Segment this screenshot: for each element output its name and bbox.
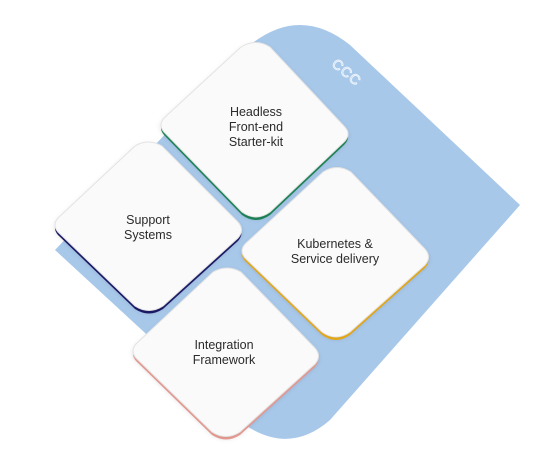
tile-headless-face [160, 42, 349, 218]
tile-kube[interactable] [241, 167, 429, 341]
tile-kube-face [241, 167, 429, 338]
tile-support[interactable] [54, 141, 242, 314]
tile-support-face [54, 141, 242, 311]
tile-integ[interactable] [132, 267, 319, 440]
tile-integ-face [132, 267, 319, 437]
tile-headless[interactable] [160, 42, 349, 221]
